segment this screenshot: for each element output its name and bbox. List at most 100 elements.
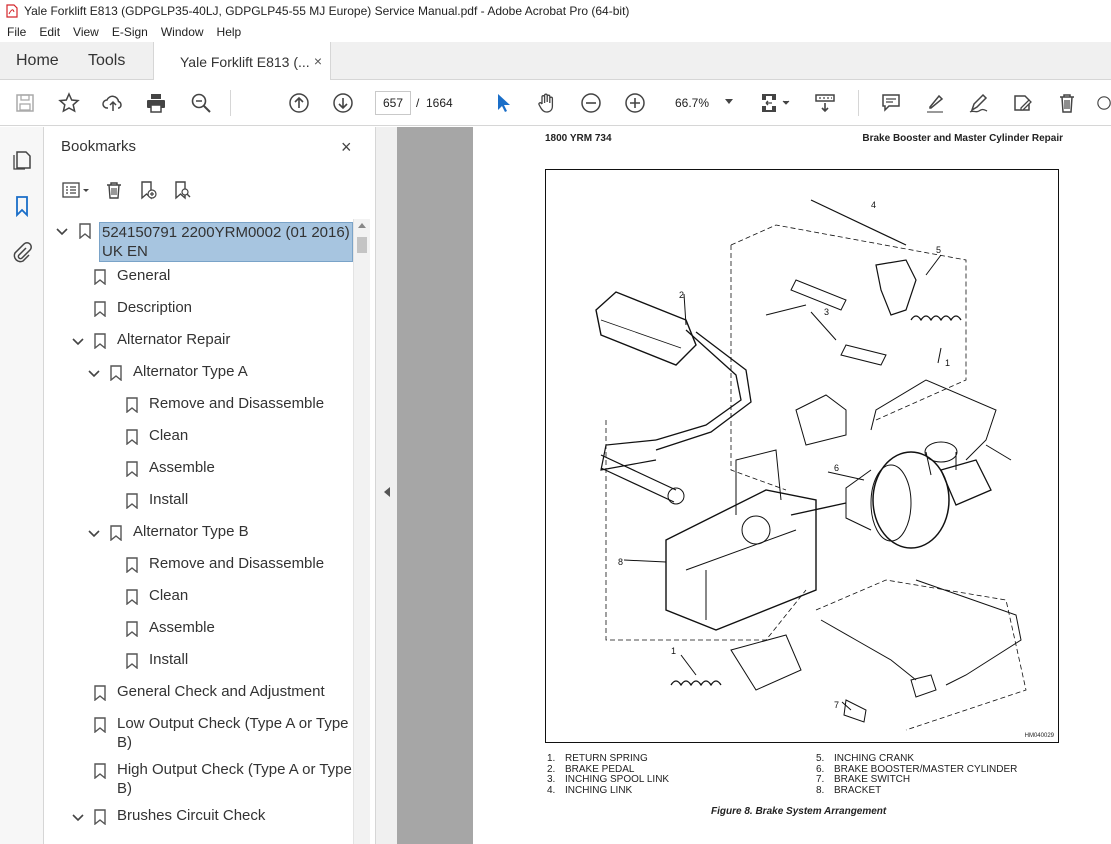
bookmarks-panel: Bookmarks × 524150791 2200YRM0002 (01 20… xyxy=(45,127,375,844)
draw-button[interactable] xyxy=(966,90,992,116)
save-button[interactable] xyxy=(12,90,38,116)
bookmark-item[interactable]: Assemble xyxy=(45,457,353,489)
bookmark-item[interactable]: Install xyxy=(45,649,353,681)
list-options-icon xyxy=(62,182,89,198)
bookmarks-toolbar xyxy=(59,177,203,203)
menu-help[interactable]: Help xyxy=(216,25,242,39)
callout-8: 8 xyxy=(618,557,623,567)
hand-tool-button[interactable] xyxy=(534,90,560,116)
find-bookmark-button[interactable] xyxy=(169,177,195,203)
tab-tools[interactable]: Tools xyxy=(88,52,126,69)
chevron-down-icon[interactable] xyxy=(71,335,85,349)
chevron-down-icon xyxy=(725,99,733,104)
callout-5: 5 xyxy=(936,245,941,255)
upload-button[interactable] xyxy=(100,90,126,116)
comment-button[interactable] xyxy=(878,90,904,116)
bookmark-item[interactable]: Clean xyxy=(45,425,353,457)
highlight-button[interactable] xyxy=(922,90,948,116)
bookmarks-scrollbar[interactable] xyxy=(353,219,370,844)
bookmark-item[interactable]: Brushes Circuit Check xyxy=(45,805,353,837)
trash-icon xyxy=(1060,94,1074,113)
callout-3: 3 xyxy=(824,307,829,317)
scrollbar-thumb[interactable] xyxy=(357,237,367,253)
chevron-down-icon[interactable] xyxy=(71,811,85,825)
bookmark-options-button[interactable] xyxy=(59,177,93,203)
bookmark-item[interactable]: Clean xyxy=(45,585,353,617)
bookmark-item[interactable]: Alternator Type B xyxy=(45,521,353,553)
bookmark-star-button[interactable] xyxy=(56,90,82,116)
highlighter-icon xyxy=(927,94,944,113)
bookmark-label: Assemble xyxy=(149,619,215,636)
bookmark-icon xyxy=(94,301,106,317)
bookmark-item[interactable]: Assemble xyxy=(45,617,353,649)
menu-window[interactable]: Window xyxy=(160,25,204,39)
bookmark-item[interactable]: Remove and Disassemble xyxy=(45,553,353,585)
bookmark-item[interactable]: Description xyxy=(45,297,353,329)
more-tools-button[interactable] xyxy=(1094,90,1111,116)
select-tool-button[interactable] xyxy=(490,90,516,116)
menu-edit[interactable]: Edit xyxy=(39,25,61,39)
partial-tool-icon xyxy=(1097,96,1111,110)
bookmark-icon xyxy=(126,429,138,445)
zoom-in-button[interactable] xyxy=(622,90,648,116)
bookmark-item[interactable]: Remove and Disassemble xyxy=(45,393,353,425)
figure-id: HM040029 xyxy=(1024,733,1054,739)
scroll-up-arrow-icon[interactable] xyxy=(358,223,366,228)
tab-home[interactable]: Home xyxy=(16,52,59,69)
bookmark-label: Description xyxy=(117,299,193,316)
document-viewport[interactable]: 1800 YRM 734 Brake Booster and Master Cy… xyxy=(397,127,1111,844)
scroll-mode-button[interactable] xyxy=(812,90,838,116)
toolbar-separator xyxy=(858,90,859,116)
bookmark-item[interactable]: Alternator Type A xyxy=(45,361,353,393)
chevron-down-icon[interactable] xyxy=(55,225,69,239)
keyboard-scroll-icon xyxy=(815,94,835,113)
bookmark-icon xyxy=(110,365,122,381)
bookmark-item[interactable]: 524150791 2200YRM0002 (01 2016) UK EN xyxy=(45,219,353,265)
next-page-button[interactable] xyxy=(330,90,356,116)
page-header-left: 1800 YRM 734 xyxy=(545,133,612,144)
new-bookmark-button[interactable] xyxy=(135,177,161,203)
bookmark-item[interactable]: Alternator Repair xyxy=(45,329,353,361)
delete-button[interactable] xyxy=(1054,90,1080,116)
bookmark-icon xyxy=(110,525,122,541)
star-icon xyxy=(58,92,80,113)
sign-pen-icon xyxy=(1014,95,1032,111)
fill-sign-button[interactable] xyxy=(1010,90,1036,116)
page-number-input[interactable]: 657 xyxy=(375,91,411,115)
bookmark-item[interactable]: General xyxy=(45,265,353,297)
cloud-upload-icon xyxy=(102,95,122,111)
find-button[interactable] xyxy=(188,90,214,116)
close-panel-icon[interactable]: × xyxy=(341,137,352,157)
chevron-down-icon[interactable] xyxy=(87,527,101,541)
zoom-level-select[interactable]: 66.7% xyxy=(663,91,739,115)
bookmark-item[interactable]: Install xyxy=(45,489,353,521)
bookmark-item[interactable]: High Output Check (Type A or Type B) xyxy=(45,759,353,805)
zoom-out-button[interactable] xyxy=(578,90,604,116)
zoom-level-value: 66.7% xyxy=(675,96,710,110)
legend-item: 5.INCHING CRANK xyxy=(816,753,915,764)
collapse-panel-icon[interactable] xyxy=(384,487,390,497)
tab-close-icon[interactable]: × xyxy=(313,53,322,69)
page-view-button[interactable] xyxy=(756,90,792,116)
delete-bookmark-button[interactable] xyxy=(101,177,127,203)
bookmarks-panel-button[interactable] xyxy=(10,194,34,218)
previous-page-button[interactable] xyxy=(286,90,312,116)
print-button[interactable] xyxy=(143,90,169,116)
bookmark-item[interactable]: General Check and Adjustment xyxy=(45,681,353,713)
bookmark-label: Remove and Disassemble xyxy=(149,395,325,412)
panel-splitter[interactable] xyxy=(375,127,397,844)
legend-item: 6.BRAKE BOOSTER/MASTER CYLINDER xyxy=(816,763,1018,775)
brake-system-diagram: 2 3 4 5 1 6 8 1 7 xyxy=(595,199,1027,731)
tab-document[interactable]: Yale Forklift E813 (... × xyxy=(153,42,331,81)
chevron-down-icon[interactable] xyxy=(87,367,101,381)
hand-icon xyxy=(538,93,554,113)
attachments-button[interactable] xyxy=(10,240,34,264)
menu-file[interactable]: File xyxy=(7,25,27,39)
bookmark-label: Brushes Circuit Check xyxy=(117,807,266,824)
minus-circle-icon xyxy=(581,93,601,113)
menu-esign[interactable]: E-Sign xyxy=(111,25,148,39)
legend-item: 2.BRAKE PEDAL xyxy=(547,763,635,775)
page-thumbnails-button[interactable] xyxy=(10,147,34,171)
menu-view[interactable]: View xyxy=(73,25,99,39)
bookmark-item[interactable]: Low Output Check (Type A or Type B) xyxy=(45,713,353,759)
